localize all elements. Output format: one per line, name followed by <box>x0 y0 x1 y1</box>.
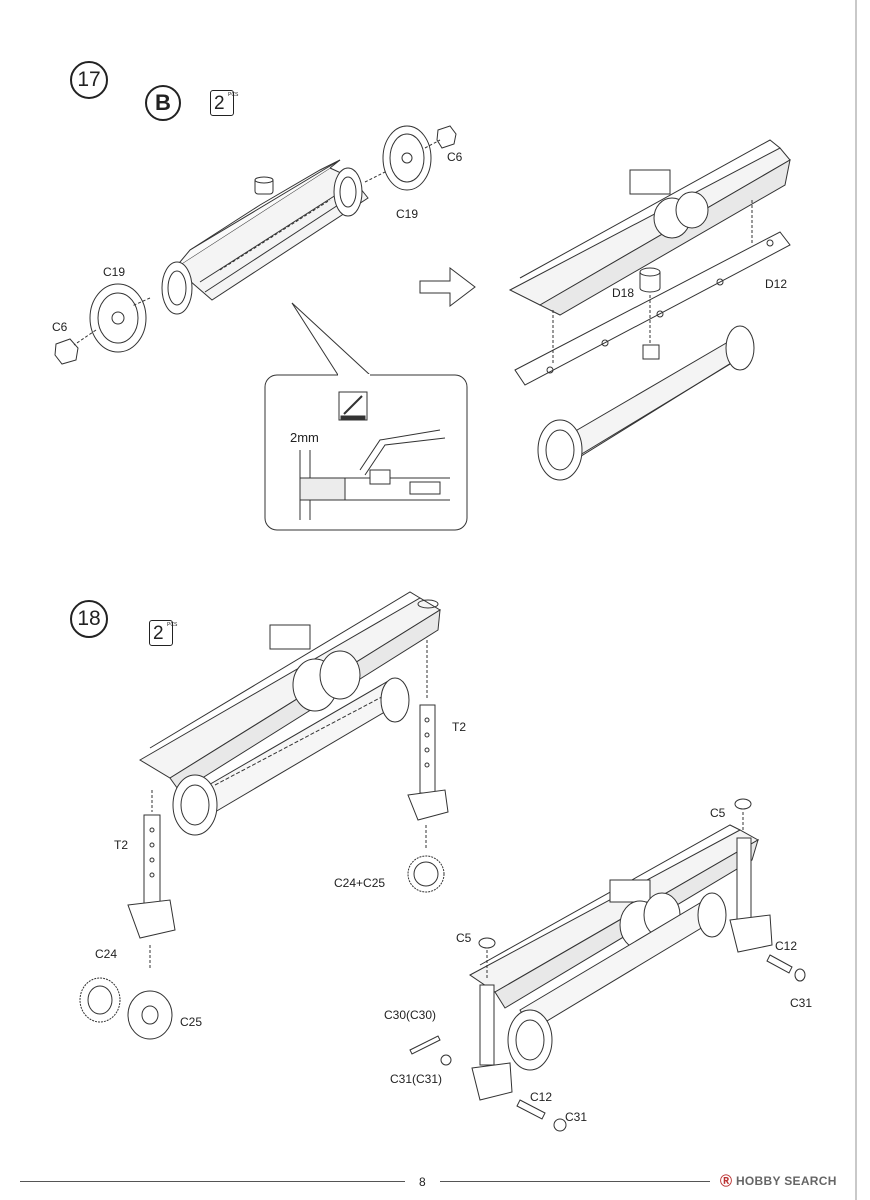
label-c30: C30(C30) <box>384 1008 437 1022</box>
step17-axle-exploded <box>54 125 457 365</box>
step-18-quantity-badge: 2 PCS <box>149 620 178 646</box>
footer-rule-left <box>20 1181 405 1182</box>
step17-frame-assembled <box>508 139 791 481</box>
step18-frame-left <box>79 591 449 1040</box>
label-c31-bottom: C31 <box>565 1110 588 1124</box>
step-17-quantity-badge: 2 PCS <box>210 90 239 116</box>
page-number: 8 <box>419 1175 426 1189</box>
label-c25: C25 <box>180 1015 203 1029</box>
label-c12-bottom: C12 <box>530 1090 553 1104</box>
step18-frame-right <box>409 798 806 1132</box>
label-c19-top: C19 <box>396 207 419 221</box>
label-c6-left: C6 <box>52 320 68 334</box>
label-c24-c25: C24+C25 <box>334 876 386 890</box>
footer-rule-right <box>440 1181 710 1182</box>
subassembly-b-marker: B <box>145 85 181 121</box>
quantity-value: 2 <box>153 623 164 644</box>
watermark-brand: HOBBY SEARCH <box>735 1174 837 1188</box>
label-c31-right: C31 <box>790 996 813 1010</box>
label-t2-left: T2 <box>114 838 129 852</box>
quantity-value: 2 <box>214 93 225 114</box>
arrow-right-icon <box>419 266 476 308</box>
label-c6-top: C6 <box>447 150 463 164</box>
quantity-unit: PCS <box>228 92 239 98</box>
detail-measure-2mm: 2mm <box>290 430 319 445</box>
step-17-number: 17 <box>70 61 108 99</box>
label-c19-left: C19 <box>103 265 126 279</box>
label-d18: D18 <box>612 286 635 300</box>
label-c5-top: C5 <box>710 806 726 820</box>
label-d12: D12 <box>765 277 788 291</box>
label-c31-c31: C31(C31) <box>390 1072 443 1086</box>
page-fold-line <box>855 0 857 1200</box>
quantity-unit: PCS <box>167 622 178 628</box>
label-c24: C24 <box>95 947 118 961</box>
watermark: Ⓡ HOBBY SEARCH <box>720 1172 837 1189</box>
step-18-number: 18 <box>70 600 108 638</box>
watermark-logo-icon: Ⓡ <box>720 1174 733 1188</box>
label-c12-right: C12 <box>775 939 798 953</box>
label-t2-right: T2 <box>452 720 467 734</box>
label-c5-mid: C5 <box>456 931 472 945</box>
step17-detail-callout <box>264 302 468 531</box>
